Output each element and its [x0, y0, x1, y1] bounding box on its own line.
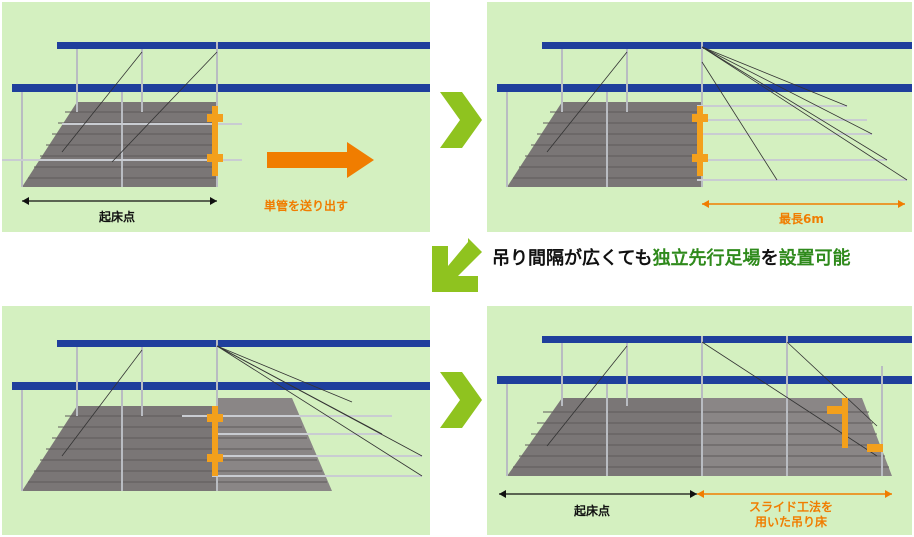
- slide-method-label: スライド工法を 用いた吊り床: [749, 500, 834, 529]
- push-pipe-label: 単管を送り出す: [264, 199, 349, 213]
- panel-step-4: 起床点 スライド工法を 用いた吊り床: [487, 306, 912, 535]
- panel-step-1: 起床点 単管を送り出す: [2, 2, 430, 232]
- origin-point-label-1: 起床点: [99, 210, 136, 224]
- caption-part-2: 独立先行足場: [652, 248, 761, 269]
- origin-point-label-4: 起床点: [574, 504, 611, 518]
- panel-step-2: 最長6m: [487, 2, 912, 232]
- scaffold-illustration-1: [2, 42, 430, 205]
- caption-part-3: を: [760, 248, 779, 269]
- arrow-right-bottom: [440, 372, 482, 428]
- scaffold-illustration-4: [497, 336, 912, 498]
- main-caption: 吊り間隔が広くても独立先行足場を設置可能: [492, 244, 851, 270]
- scaffold-illustration-2: [497, 42, 912, 208]
- caption-part-4: 設置可能: [778, 248, 851, 269]
- scaffold-illustration-3: [12, 340, 430, 491]
- arrow-right-top: [440, 92, 482, 148]
- max-length-label: 最長6m: [779, 212, 824, 226]
- panel-step-3: [2, 306, 430, 535]
- caption-part-1: 吊り間隔が広くても: [492, 248, 653, 269]
- arrow-down-left: [432, 238, 482, 292]
